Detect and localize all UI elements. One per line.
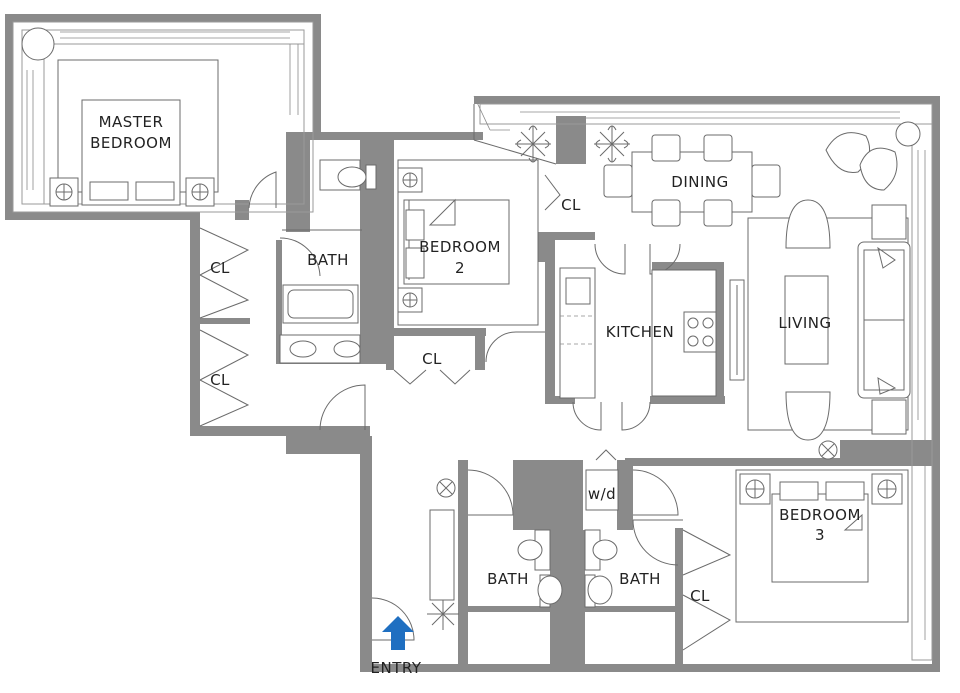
- bath-top-label: BATH: [307, 251, 349, 269]
- ceiling-light-icon: [895, 121, 921, 147]
- entry-label: ENTRY: [371, 659, 422, 677]
- ceiling-light-icon: [21, 27, 55, 61]
- closet-hall-label: CL: [422, 350, 442, 368]
- lamp-icon: [739, 473, 771, 505]
- ceiling-light-icon: [436, 478, 456, 498]
- living-furniture: [747, 199, 911, 441]
- closet-left-bottom-label: CL: [210, 371, 230, 389]
- closet-bedroom3-label: CL: [690, 587, 710, 605]
- lamp-icon: [397, 287, 423, 313]
- master-bedroom-label: MASTER: [99, 113, 164, 131]
- closet-left-top-label: CL: [210, 259, 230, 277]
- windows: [12, 21, 933, 661]
- lamp-icon: [871, 473, 903, 505]
- bedroom2-furniture: [397, 159, 539, 326]
- lower-bath-fixtures: [429, 469, 619, 608]
- bedroom3-label: BEDROOM: [779, 506, 861, 524]
- bedroom2-label-2: 2: [455, 259, 465, 277]
- plant-icon: [427, 598, 459, 630]
- master-bedroom-label-2: BEDROOM: [90, 134, 172, 152]
- doors: [199, 171, 732, 651]
- washer-dryer-label: w/d: [588, 485, 616, 503]
- bath-bottom-right-label: BATH: [619, 570, 661, 588]
- master-bedroom-furniture: [21, 27, 219, 207]
- walls: [5, 14, 940, 672]
- entry-arrow-icon: [382, 616, 414, 650]
- plant-icon: [594, 125, 630, 163]
- closet-bedroom2-label: CL: [561, 196, 581, 214]
- ceiling-light-icon: [818, 440, 838, 460]
- bedroom3-label-2: 3: [815, 526, 825, 544]
- lamp-icon: [185, 177, 215, 207]
- bath-top-fixtures: [279, 159, 377, 364]
- kitchen-fixtures: [559, 267, 745, 399]
- bath-bottom-left-label: BATH: [487, 570, 529, 588]
- bedroom3-furniture: [735, 469, 909, 623]
- room-labels: MASTER BEDROOM BATH CL CL BEDROOM 2 CL C…: [90, 113, 861, 677]
- dining-label: DINING: [671, 173, 728, 191]
- living-label: LIVING: [778, 314, 831, 332]
- plant-icon: [515, 125, 551, 163]
- lamp-icon: [397, 167, 423, 193]
- bedroom2-label: BEDROOM: [419, 238, 501, 256]
- lamp-icon: [49, 177, 79, 207]
- dining-furniture: [603, 121, 921, 227]
- kitchen-label: KITCHEN: [606, 323, 675, 341]
